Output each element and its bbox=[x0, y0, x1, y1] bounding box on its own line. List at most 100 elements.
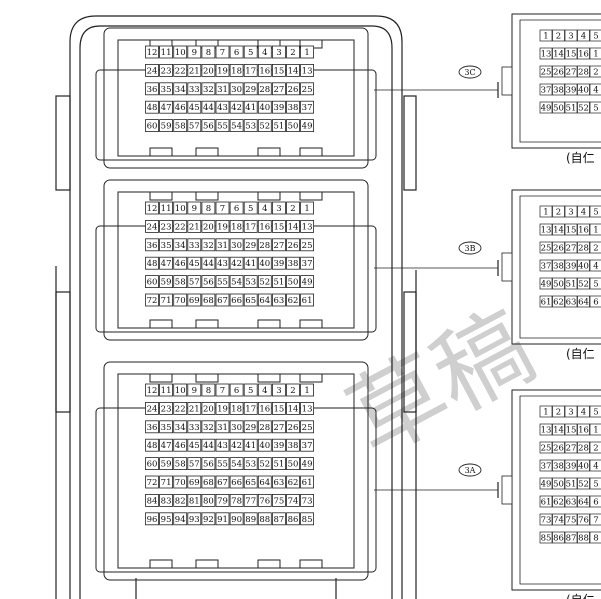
pin-number: 63 bbox=[273, 296, 284, 306]
pin-number: 22 bbox=[175, 222, 186, 232]
pin-number: 89 bbox=[245, 515, 256, 525]
pin-cell bbox=[173, 457, 188, 471]
pin-number: 32 bbox=[203, 423, 214, 433]
pin-cell bbox=[286, 401, 300, 415]
side-pin-number: 39 bbox=[566, 86, 577, 96]
pin-cell bbox=[215, 293, 230, 307]
pin-number: 82 bbox=[175, 496, 186, 506]
side-pin-cell bbox=[552, 29, 565, 42]
pin-number: 44 bbox=[203, 259, 214, 269]
side-pin-number: 25 bbox=[541, 444, 552, 454]
pin-cell bbox=[173, 45, 188, 59]
pin-number: 96 bbox=[147, 515, 158, 525]
side-pin-cell bbox=[577, 47, 590, 60]
pin-number: 37 bbox=[302, 259, 313, 269]
pin-number: 48 bbox=[147, 103, 158, 113]
pin-cell bbox=[187, 420, 202, 434]
side-pin-cell bbox=[564, 531, 578, 544]
side-pin-cell bbox=[564, 241, 578, 254]
side-pin-cell bbox=[564, 513, 578, 526]
pin-number: 51 bbox=[273, 460, 284, 470]
pin-cell bbox=[201, 64, 216, 77]
pin-cell bbox=[286, 275, 300, 289]
side-pin-number: 51 bbox=[566, 280, 577, 290]
keying-tab bbox=[149, 559, 173, 569]
side-pin-cell bbox=[552, 513, 565, 526]
pin-cell bbox=[300, 383, 315, 397]
side-pin-number: 1 bbox=[593, 50, 598, 60]
side-pin-number: 75 bbox=[566, 516, 577, 526]
pin-cell bbox=[159, 293, 174, 307]
pin-cell bbox=[229, 493, 244, 507]
pin-cell bbox=[159, 219, 174, 233]
keying-tab bbox=[195, 319, 219, 329]
pin-cell bbox=[145, 119, 159, 132]
pin-cell bbox=[145, 383, 159, 397]
side-pin-number: 5 bbox=[593, 208, 598, 218]
side-pin-number: 5 bbox=[593, 280, 598, 290]
pin-number: 56 bbox=[203, 460, 214, 470]
side-pin-number: 38 bbox=[553, 86, 564, 96]
pin-number: 1 bbox=[304, 386, 309, 396]
pin-cell bbox=[159, 493, 174, 507]
connector-shell bbox=[103, 27, 369, 169]
side-pin-cell bbox=[564, 495, 578, 508]
pin-cell bbox=[187, 293, 202, 307]
pin-number: 43 bbox=[217, 441, 228, 451]
pin-cell bbox=[145, 45, 159, 59]
pin-number: 52 bbox=[259, 278, 270, 288]
pin-number: 32 bbox=[203, 241, 214, 251]
pin-cell bbox=[271, 275, 286, 289]
pin-number: 6 bbox=[234, 48, 239, 58]
pin-cell bbox=[173, 275, 188, 289]
pin-number: 5 bbox=[248, 386, 253, 396]
pin-number: 39 bbox=[273, 259, 284, 269]
side-pin-cell bbox=[552, 241, 565, 254]
side-pin-cell bbox=[539, 295, 553, 308]
pin-cell bbox=[145, 82, 159, 96]
pin-cell bbox=[201, 293, 216, 307]
side-pin-cell bbox=[577, 223, 590, 236]
pin-number: 66 bbox=[231, 296, 242, 306]
pin-cell bbox=[286, 512, 300, 526]
pin-number: 26 bbox=[288, 241, 299, 251]
pin-number: 8 bbox=[206, 386, 211, 396]
side-pin-number: 62 bbox=[553, 298, 564, 308]
pin-number: 4 bbox=[262, 48, 267, 58]
pin-cell bbox=[215, 256, 230, 270]
side-pin-cell bbox=[552, 277, 565, 290]
pin-number: 7 bbox=[220, 48, 225, 58]
side-pin-cell bbox=[552, 441, 565, 454]
pin-number: 59 bbox=[161, 122, 172, 132]
pin-cell bbox=[159, 275, 174, 289]
pin-cell bbox=[173, 238, 188, 252]
side-pin-number: 16 bbox=[578, 50, 589, 60]
pin-cell bbox=[300, 238, 315, 252]
pin-number: 52 bbox=[259, 460, 270, 470]
side-pin-cell bbox=[577, 259, 590, 272]
pin-number: 33 bbox=[189, 85, 200, 95]
side-pin-number: 63 bbox=[566, 298, 577, 308]
pin-number: 27 bbox=[273, 241, 284, 251]
pin-number: 50 bbox=[288, 122, 299, 132]
pin-cell bbox=[145, 100, 159, 114]
pin-cell bbox=[243, 64, 258, 77]
latch-clip bbox=[55, 95, 71, 191]
connector-housing-outline bbox=[55, 15, 417, 599]
side-pin-cell bbox=[589, 441, 601, 454]
pin-number: 19 bbox=[217, 222, 228, 232]
side-pin-number: 63 bbox=[566, 498, 577, 508]
side-pin-number: 4 bbox=[581, 32, 586, 42]
side-pin-number: 28 bbox=[578, 68, 589, 78]
pin-number: 5 bbox=[248, 204, 253, 214]
pin-number: 2 bbox=[290, 204, 295, 214]
pin-cell bbox=[229, 64, 244, 77]
pin-number: 58 bbox=[175, 278, 186, 288]
pin-cell bbox=[286, 119, 300, 132]
side-pin-cell bbox=[577, 277, 590, 290]
side-pin-number: 16 bbox=[578, 226, 589, 236]
pin-cell bbox=[271, 238, 286, 252]
side-pin-cell bbox=[577, 295, 590, 308]
pin-number: 28 bbox=[259, 241, 270, 251]
side-pin-number: 49 bbox=[541, 480, 552, 490]
